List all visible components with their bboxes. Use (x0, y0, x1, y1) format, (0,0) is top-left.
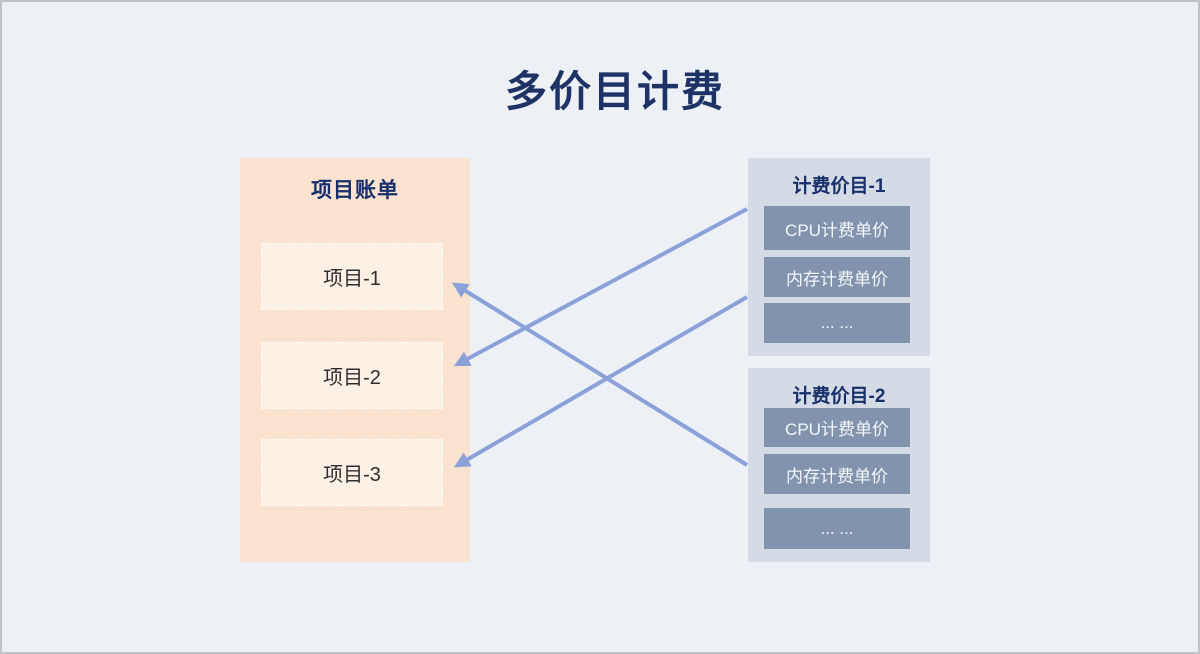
price-list-panel-2: 计费价目-2 CPU计费单价 内存计费单价 ... ... (748, 368, 930, 562)
arrow-pricelist2-to-project1 (451, 282, 749, 467)
price-list-1-row-cpu: CPU计费单价 (764, 206, 910, 250)
price-list-2-row-cpu: CPU计费单价 (764, 408, 910, 447)
price-list-2-title: 计费价目-2 (792, 386, 886, 407)
project-bill-panel: 项目账单 项目-1 项目-2 项目-3 (240, 158, 470, 562)
page-title: 多价目计费 (504, 68, 725, 115)
project-bill-title: 项目账单 (311, 179, 399, 202)
price-list-2-row-ellipsis: ... ... (764, 508, 910, 549)
arrow-pricelist1-to-project3 (453, 295, 749, 468)
price-list-2-row-memory: 内存计费单价 (764, 454, 910, 494)
project-item-3: 项目-3 (261, 439, 443, 506)
price-list-1-title: 计费价目-1 (792, 176, 886, 197)
price-list-1-row-memory: 内存计费单价 (764, 257, 910, 297)
price-list-1-row-ellipsis: ... ... (764, 303, 910, 343)
project-item-2: 项目-2 (261, 342, 443, 409)
price-list-panel-1: 计费价目-1 CPU计费单价 内存计费单价 ... ... (748, 158, 930, 356)
project-item-1: 项目-1 (261, 243, 443, 310)
arrow-pricelist1-to-project2 (453, 207, 748, 367)
